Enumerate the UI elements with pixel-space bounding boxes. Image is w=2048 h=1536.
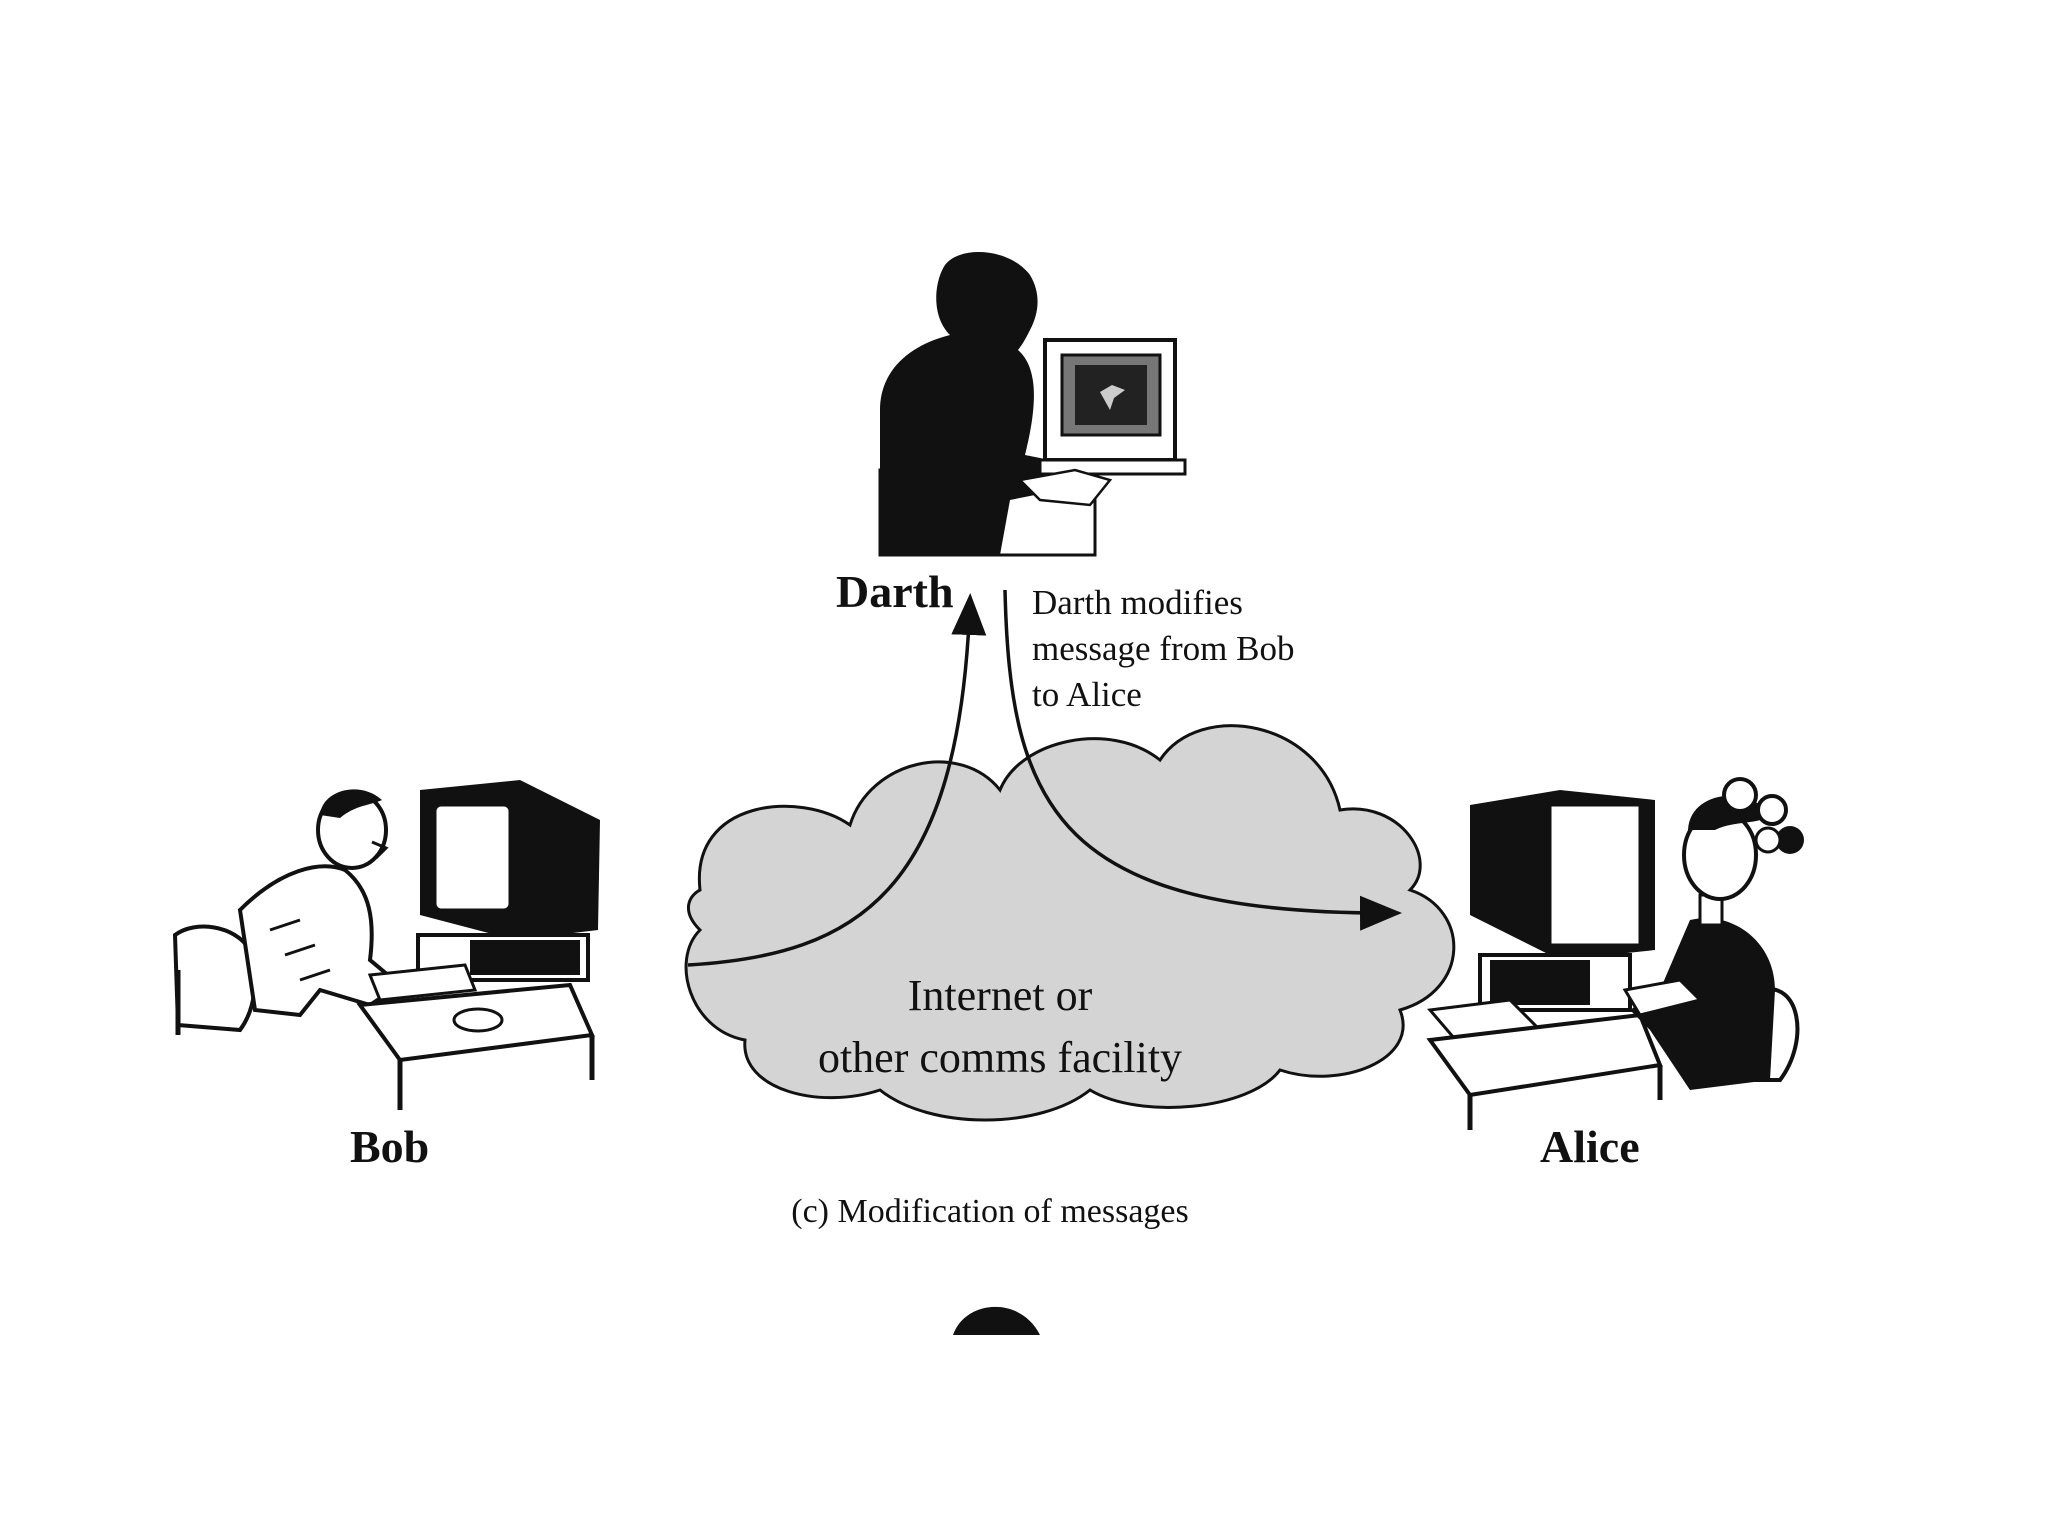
darth-label: Darth bbox=[836, 566, 954, 617]
path-bob-to-darth bbox=[687, 593, 987, 967]
network-label-line: other comms facility bbox=[817, 1033, 1183, 1082]
bob-label: Bob bbox=[350, 1121, 430, 1172]
modification-annotation: Darth modifies message from Bob to Alice bbox=[1032, 580, 1294, 718]
annotation-line: to Alice bbox=[1032, 675, 1142, 714]
cropped-silhouette-fragment bbox=[953, 1306, 1040, 1335]
bob-figure bbox=[172, 780, 600, 1110]
darth-figure bbox=[878, 252, 1187, 557]
path-darth-to-alice bbox=[1003, 589, 1402, 931]
network-label-line: Internet or bbox=[907, 971, 1093, 1020]
annotation-line: message from Bob bbox=[1032, 629, 1295, 668]
alice-figure bbox=[1426, 777, 1804, 1130]
figure-caption: (c) Modification of messages bbox=[791, 1193, 1189, 1230]
alice-label: Alice bbox=[1540, 1121, 1640, 1172]
network-cloud bbox=[684, 724, 1456, 1122]
annotation-line: Darth modifies bbox=[1032, 583, 1243, 622]
